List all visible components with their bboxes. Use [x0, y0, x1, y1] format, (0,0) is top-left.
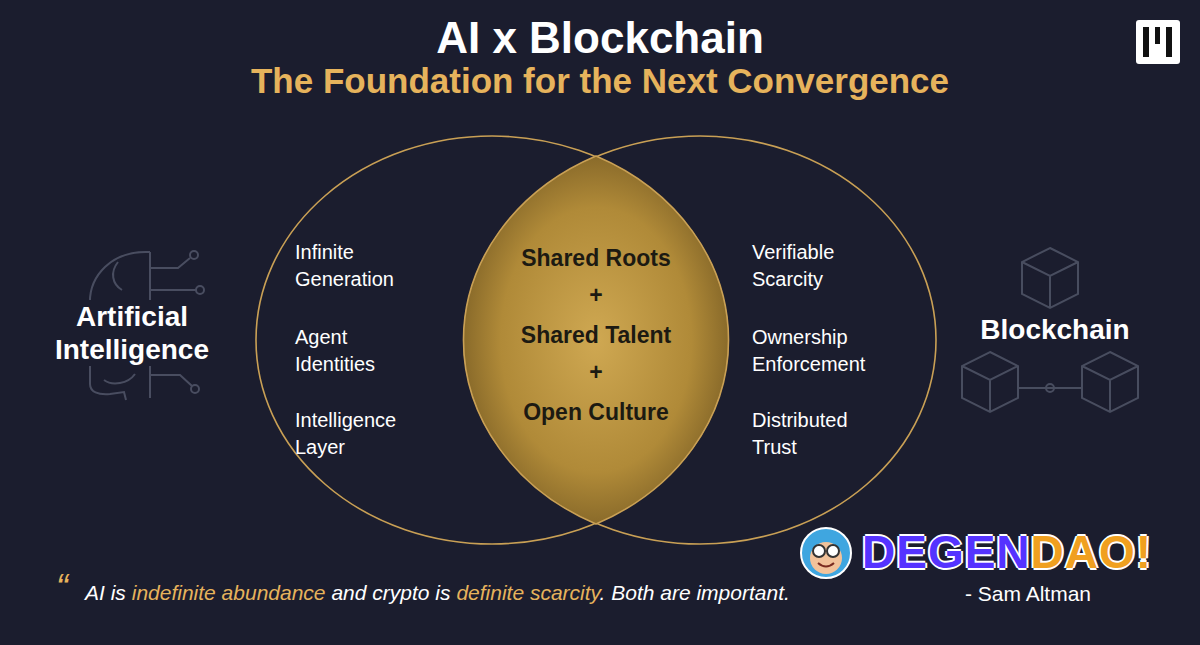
feature-text: Distributed Trust [752, 407, 877, 461]
circle-outline [464, 136, 936, 544]
circle-heading: Artificial Intelligence [27, 300, 237, 366]
icon-part [104, 374, 135, 383]
logo-icon [1136, 20, 1180, 64]
icon-part [818, 563, 834, 567]
icon-part [962, 352, 1018, 412]
icon-part [801, 528, 851, 578]
icon-part [1143, 27, 1149, 57]
feature-text: Verifiable Scarcity [752, 239, 877, 293]
feature-text: Agent Identities [295, 324, 420, 378]
overlap-text: + [463, 282, 729, 308]
overlap-text: Open Culture [463, 399, 729, 425]
circle-heading: Blockchain [955, 313, 1155, 346]
feature-text: Ownership Enforcement [752, 324, 877, 378]
overlap-lens: Shared Roots + Shared Talent + Open Culture [463, 156, 729, 524]
icon-part [150, 258, 190, 268]
icon-part [150, 289, 196, 291]
quote-highlight: indefinite abundance [132, 581, 326, 604]
quote-line: AI is indefinite abundanceand crypto is de… [85, 580, 790, 606]
icon-part [1022, 248, 1078, 308]
avatar-icon [801, 528, 851, 578]
overlap-text: + [463, 359, 729, 385]
watermark-text: DEGEN [862, 526, 1031, 578]
subtitle: The Foundation for the Next Convergence [0, 60, 1200, 102]
quote-text: AI is [85, 581, 126, 604]
quote-text: and crypto is [331, 581, 450, 604]
title: AI x Blockchain [0, 12, 1200, 64]
quote-author: - Sam Altman [965, 581, 1091, 607]
icon-part [1018, 387, 1082, 389]
icon-part [150, 375, 192, 386]
icon-part [810, 542, 842, 574]
feature-text: Infinite Generation [295, 239, 420, 293]
watermark-text: DAO! [1031, 526, 1153, 578]
icon-part [1046, 384, 1054, 392]
overlap-text: Shared Talent [463, 322, 729, 348]
icon-part [1166, 27, 1172, 57]
icon-part [191, 385, 199, 393]
quote-text: . Both are important. [600, 581, 790, 604]
icon-part [1155, 27, 1160, 44]
overlap-text: Shared Roots [463, 245, 729, 271]
icon-part [190, 251, 198, 259]
quote-highlight: definite scarcity [456, 581, 599, 604]
lens-fill [463, 156, 728, 524]
circle-outline [256, 136, 728, 544]
icon-part [813, 545, 825, 557]
watermark: DEGENDAO! [862, 526, 1152, 578]
icon-part [113, 262, 122, 290]
icon-part [1082, 352, 1138, 412]
icon-part [196, 286, 204, 294]
icon-part [827, 545, 839, 557]
icon-part [1136, 20, 1180, 64]
quote-mark: “ [56, 568, 68, 608]
feature-text: Intelligence Layer [295, 407, 420, 461]
